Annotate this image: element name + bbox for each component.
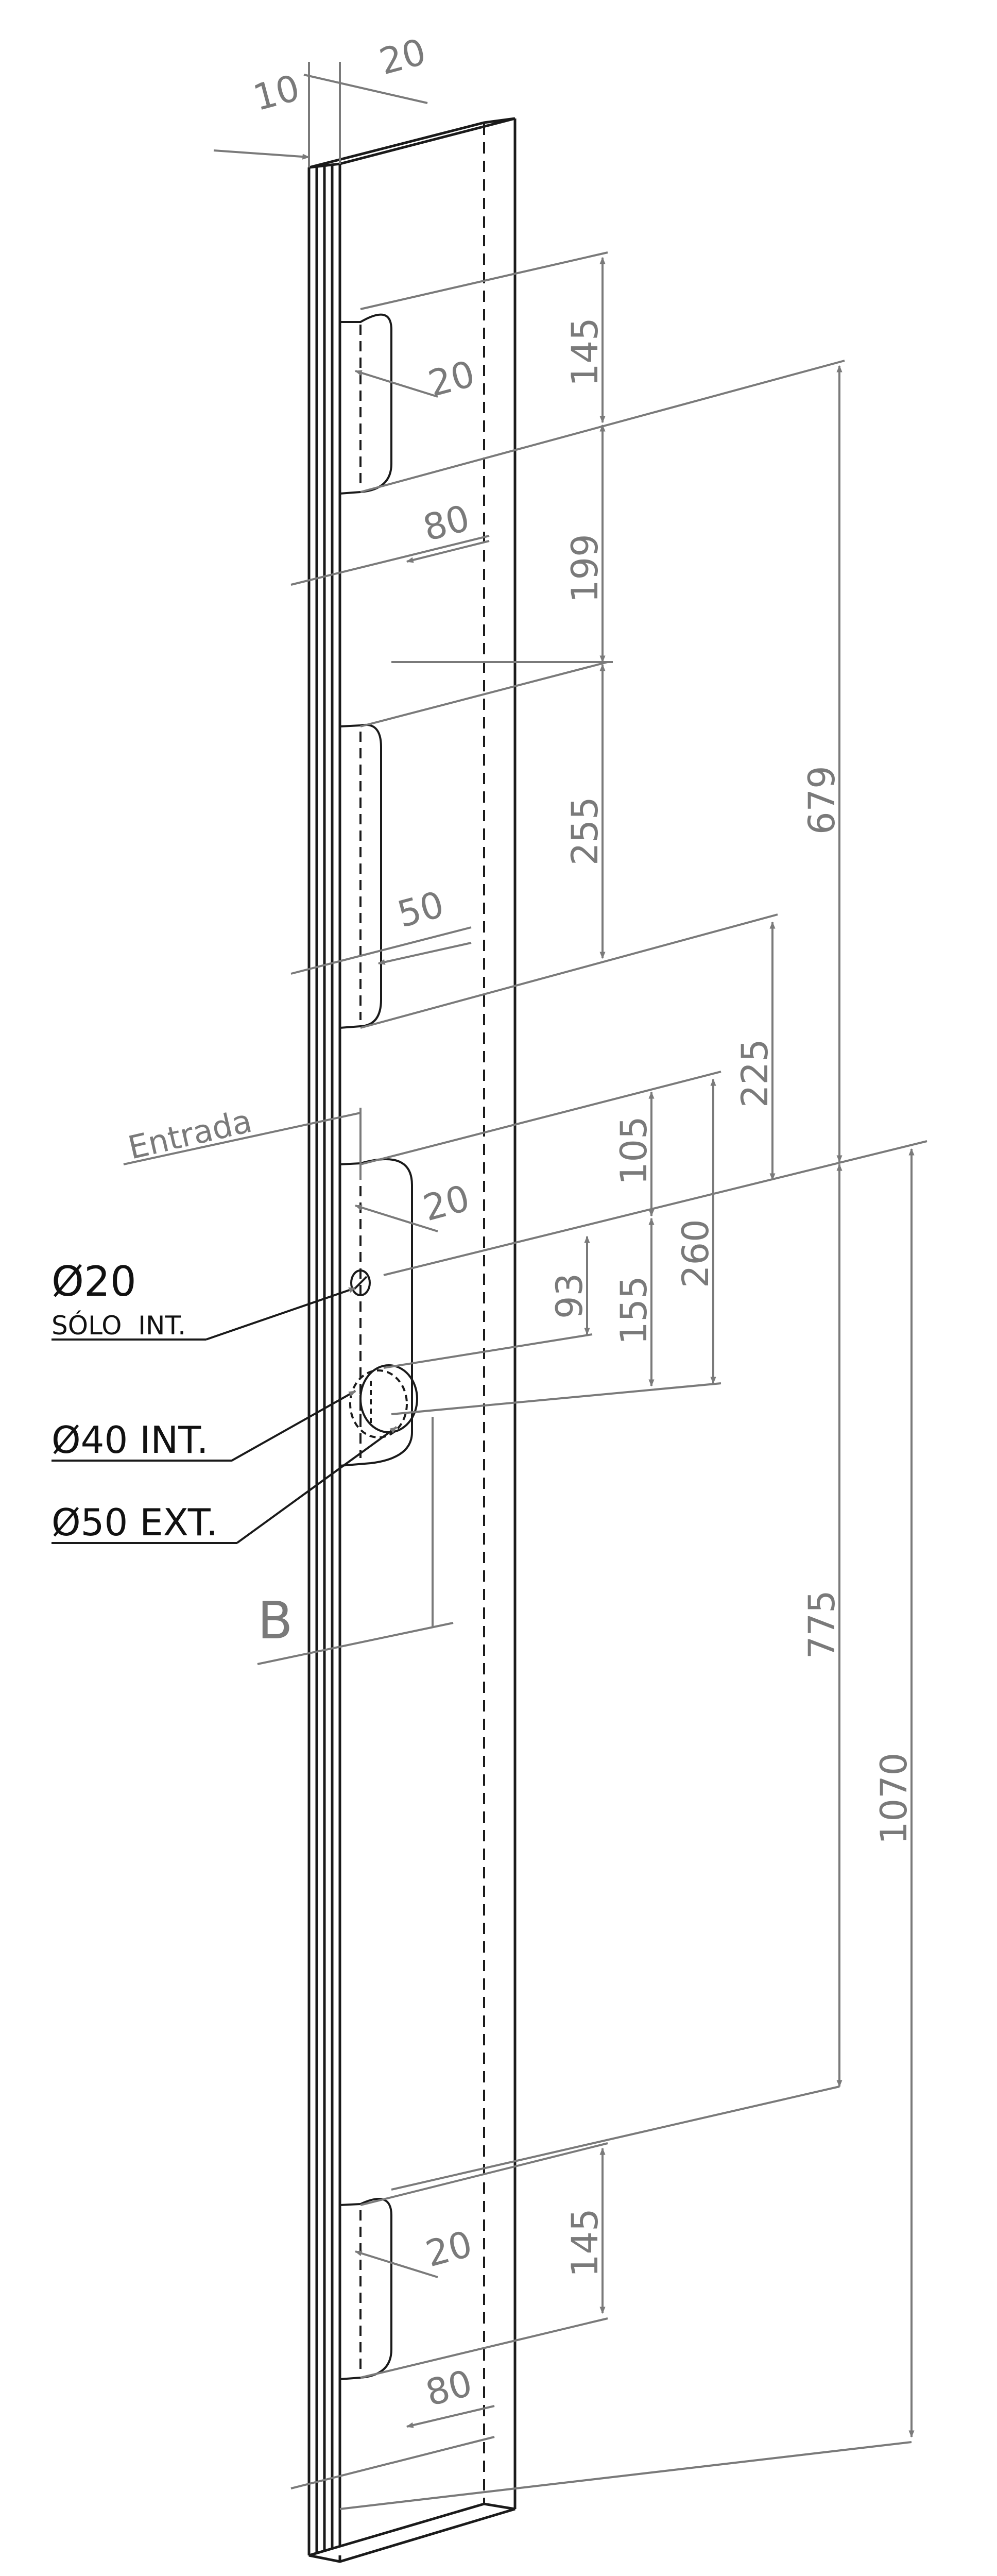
leader-lines: [51, 1287, 398, 1544]
dimension-lines: [123, 62, 927, 2510]
dim-20-bottom-cut: 20: [421, 2223, 476, 2275]
dimension-texts: 10 20 145 20 199 80 679 255 50 225 105 2…: [249, 30, 915, 2414]
dim-255: 255: [564, 796, 606, 866]
profile-bottom-face: [308, 2502, 515, 2563]
dim-775: 775: [801, 1590, 843, 1659]
dim-20-lock: 20: [419, 1177, 474, 1229]
dim-105: 105: [613, 1116, 655, 1185]
middle-cutout: [339, 723, 382, 1029]
dim-93: 93: [548, 1273, 591, 1319]
lock-cutout: [339, 1158, 413, 1467]
dim-225: 225: [734, 1039, 776, 1108]
profile-body: [307, 117, 517, 2563]
hole-20-label: Ø20: [51, 1258, 136, 1306]
hole-20-icon: [350, 1269, 371, 1296]
entrada-label: Entrada: [125, 1102, 255, 1167]
hole-50-label: Ø50 EXT.: [51, 1501, 218, 1544]
labels: Entrada Ø20 SÓLO INT. Ø40 INT. Ø50 EXT. …: [51, 1102, 293, 1651]
top-cutout: [339, 313, 392, 495]
dim-145-bottom: 145: [564, 2208, 606, 2277]
dim-145-top: 145: [564, 317, 606, 386]
dim-155: 155: [613, 1276, 655, 1345]
hole-20-note: SÓLO INT.: [51, 1310, 186, 1341]
dim-80-bottom: 80: [421, 2362, 476, 2414]
dim-20-top: 20: [375, 30, 430, 83]
dim-679: 679: [801, 766, 843, 835]
bottom-cutout: [339, 2198, 392, 2380]
dim-260: 260: [675, 1219, 717, 1288]
dim-1070: 1070: [873, 1753, 915, 1844]
hole-40-label: Ø40 INT.: [51, 1418, 209, 1462]
dim-10: 10: [249, 66, 304, 119]
dim-20-top-cut: 20: [424, 352, 479, 405]
dim-199: 199: [564, 534, 606, 603]
dim-50: 50: [393, 883, 448, 936]
cutouts: [339, 313, 418, 2380]
backset-label: B: [257, 1590, 293, 1651]
